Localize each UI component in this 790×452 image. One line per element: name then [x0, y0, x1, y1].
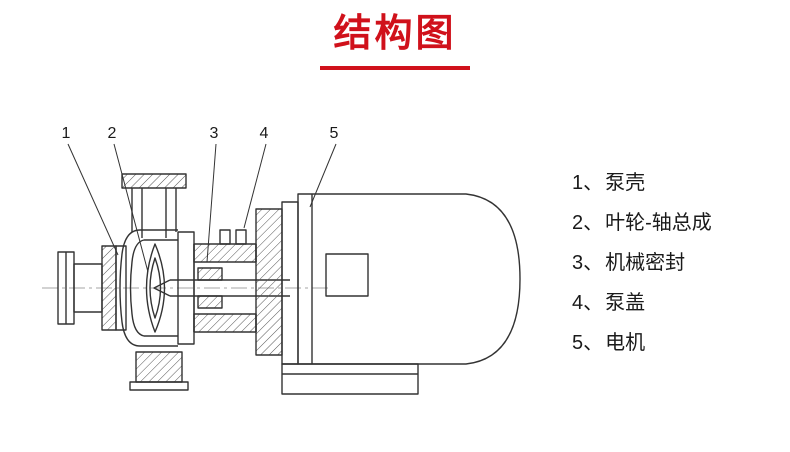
legend-num: 2、 [572, 212, 604, 234]
leader-1 [67, 143, 119, 256]
mechanical-seal [197, 267, 223, 309]
legend-item-5: 5、 电机 [572, 326, 782, 366]
pump-casing [119, 229, 178, 347]
parts-legend: 1、 泵壳 2、 叶轮-轴总成 3、 机械密封 4、 泵盖 5、 电机 [572, 166, 782, 366]
leader-3 [206, 143, 217, 263]
pump-cross-section-drawing: 1 2 3 4 5 [42, 125, 521, 395]
inlet-flange [121, 173, 187, 238]
legend-item-2: 2、 叶轮-轴总成 [572, 206, 782, 246]
legend-num: 4、 [572, 292, 604, 314]
leader-2 [113, 143, 149, 273]
legend-num: 5、 [572, 332, 604, 354]
legend-label: 叶轮-轴总成 [605, 212, 712, 234]
leader-5 [309, 143, 337, 208]
bolt [235, 229, 247, 245]
motor [255, 193, 521, 395]
legend-num: 1、 [572, 172, 604, 194]
legend-label: 电机 [605, 332, 646, 354]
leader-4 [243, 143, 267, 229]
callout-leaders [67, 143, 337, 273]
legend-label: 泵壳 [605, 172, 646, 194]
terminal-box [325, 253, 369, 297]
callout-3: 3 [210, 125, 219, 142]
legend-label: 泵盖 [605, 292, 646, 314]
legend-num: 3、 [572, 252, 604, 274]
legend-item-4: 4、 泵盖 [572, 286, 782, 326]
callout-2: 2 [108, 125, 117, 142]
bolt [219, 229, 231, 245]
page-title: 结构图 [333, 13, 457, 55]
callout-5: 5 [330, 125, 339, 142]
diagram-area: 1 2 3 4 5 [28, 112, 563, 422]
callout-4: 4 [260, 125, 269, 142]
callout-1: 1 [62, 125, 71, 142]
pump-foot [129, 351, 189, 391]
legend-label: 机械密封 [605, 252, 686, 274]
bracket [193, 229, 257, 333]
legend-item-3: 3、 机械密封 [572, 246, 782, 286]
motor-base [281, 363, 419, 395]
page-header: 结构图 [0, 12, 790, 70]
legend-item-1: 1、 泵壳 [572, 166, 782, 206]
title-underline [320, 65, 470, 70]
suction-pipe [57, 245, 127, 331]
